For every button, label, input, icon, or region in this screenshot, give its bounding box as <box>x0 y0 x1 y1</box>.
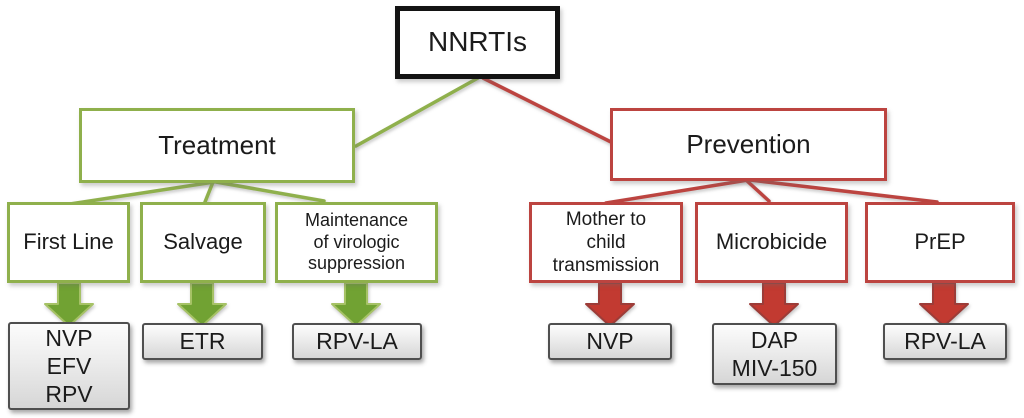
node-nnrtis: NNRTIs <box>395 6 560 79</box>
node-label: Mother to child transmission <box>552 208 660 277</box>
connector-line <box>744 178 771 203</box>
connector-line <box>203 180 215 204</box>
down-arrow-icon <box>177 282 227 327</box>
node-label: First Line <box>23 229 114 255</box>
connector-line <box>604 178 750 205</box>
node-prep: PrEP <box>865 202 1015 283</box>
node-label: RPV-LA <box>904 328 986 355</box>
node-label: NNRTIs <box>427 26 528 58</box>
node-treatment: Treatment <box>79 108 355 183</box>
node-drug-rpv-la-treatment: RPV-LA <box>292 323 422 360</box>
down-arrow-icon <box>919 282 969 327</box>
node-drugs-first-line: NVP EFV RPV <box>8 322 130 410</box>
node-label: Salvage <box>163 229 243 255</box>
down-arrow-icon <box>749 282 799 327</box>
node-label: Prevention <box>686 128 811 159</box>
node-microbicide: Microbicide <box>695 202 848 283</box>
node-label: Maintenance of virologic suppression <box>304 209 409 274</box>
node-maintenance: Maintenance of virologic suppression <box>275 202 438 283</box>
node-label: PrEP <box>914 229 966 255</box>
node-drug-nvp-prevention: NVP <box>548 323 672 360</box>
connector-line <box>214 180 326 203</box>
node-label: RPV-LA <box>316 328 398 355</box>
node-mother-to-child: Mother to child transmission <box>529 202 683 283</box>
connector-line <box>748 178 939 204</box>
node-label: NVP <box>586 328 634 355</box>
node-label: Microbicide <box>715 229 828 255</box>
node-label: Treatment <box>158 129 276 160</box>
node-label: DAP MIV-150 <box>731 326 818 381</box>
connector-line <box>354 76 480 148</box>
connector-line <box>68 180 216 206</box>
node-drugs-microbicide: DAP MIV-150 <box>712 323 837 385</box>
node-drug-etr: ETR <box>142 323 263 360</box>
node-prevention: Prevention <box>610 108 887 181</box>
node-drug-rpv-la-prevention: RPV-LA <box>883 323 1007 360</box>
node-salvage: Salvage <box>140 202 266 283</box>
connector-line <box>481 76 613 144</box>
down-arrow-icon <box>44 282 94 327</box>
node-label: NVP EFV RPV <box>45 324 93 408</box>
node-first-line: First Line <box>7 202 130 283</box>
down-arrow-icon <box>585 282 635 327</box>
down-arrow-icon <box>331 282 381 327</box>
node-label: ETR <box>179 328 226 355</box>
